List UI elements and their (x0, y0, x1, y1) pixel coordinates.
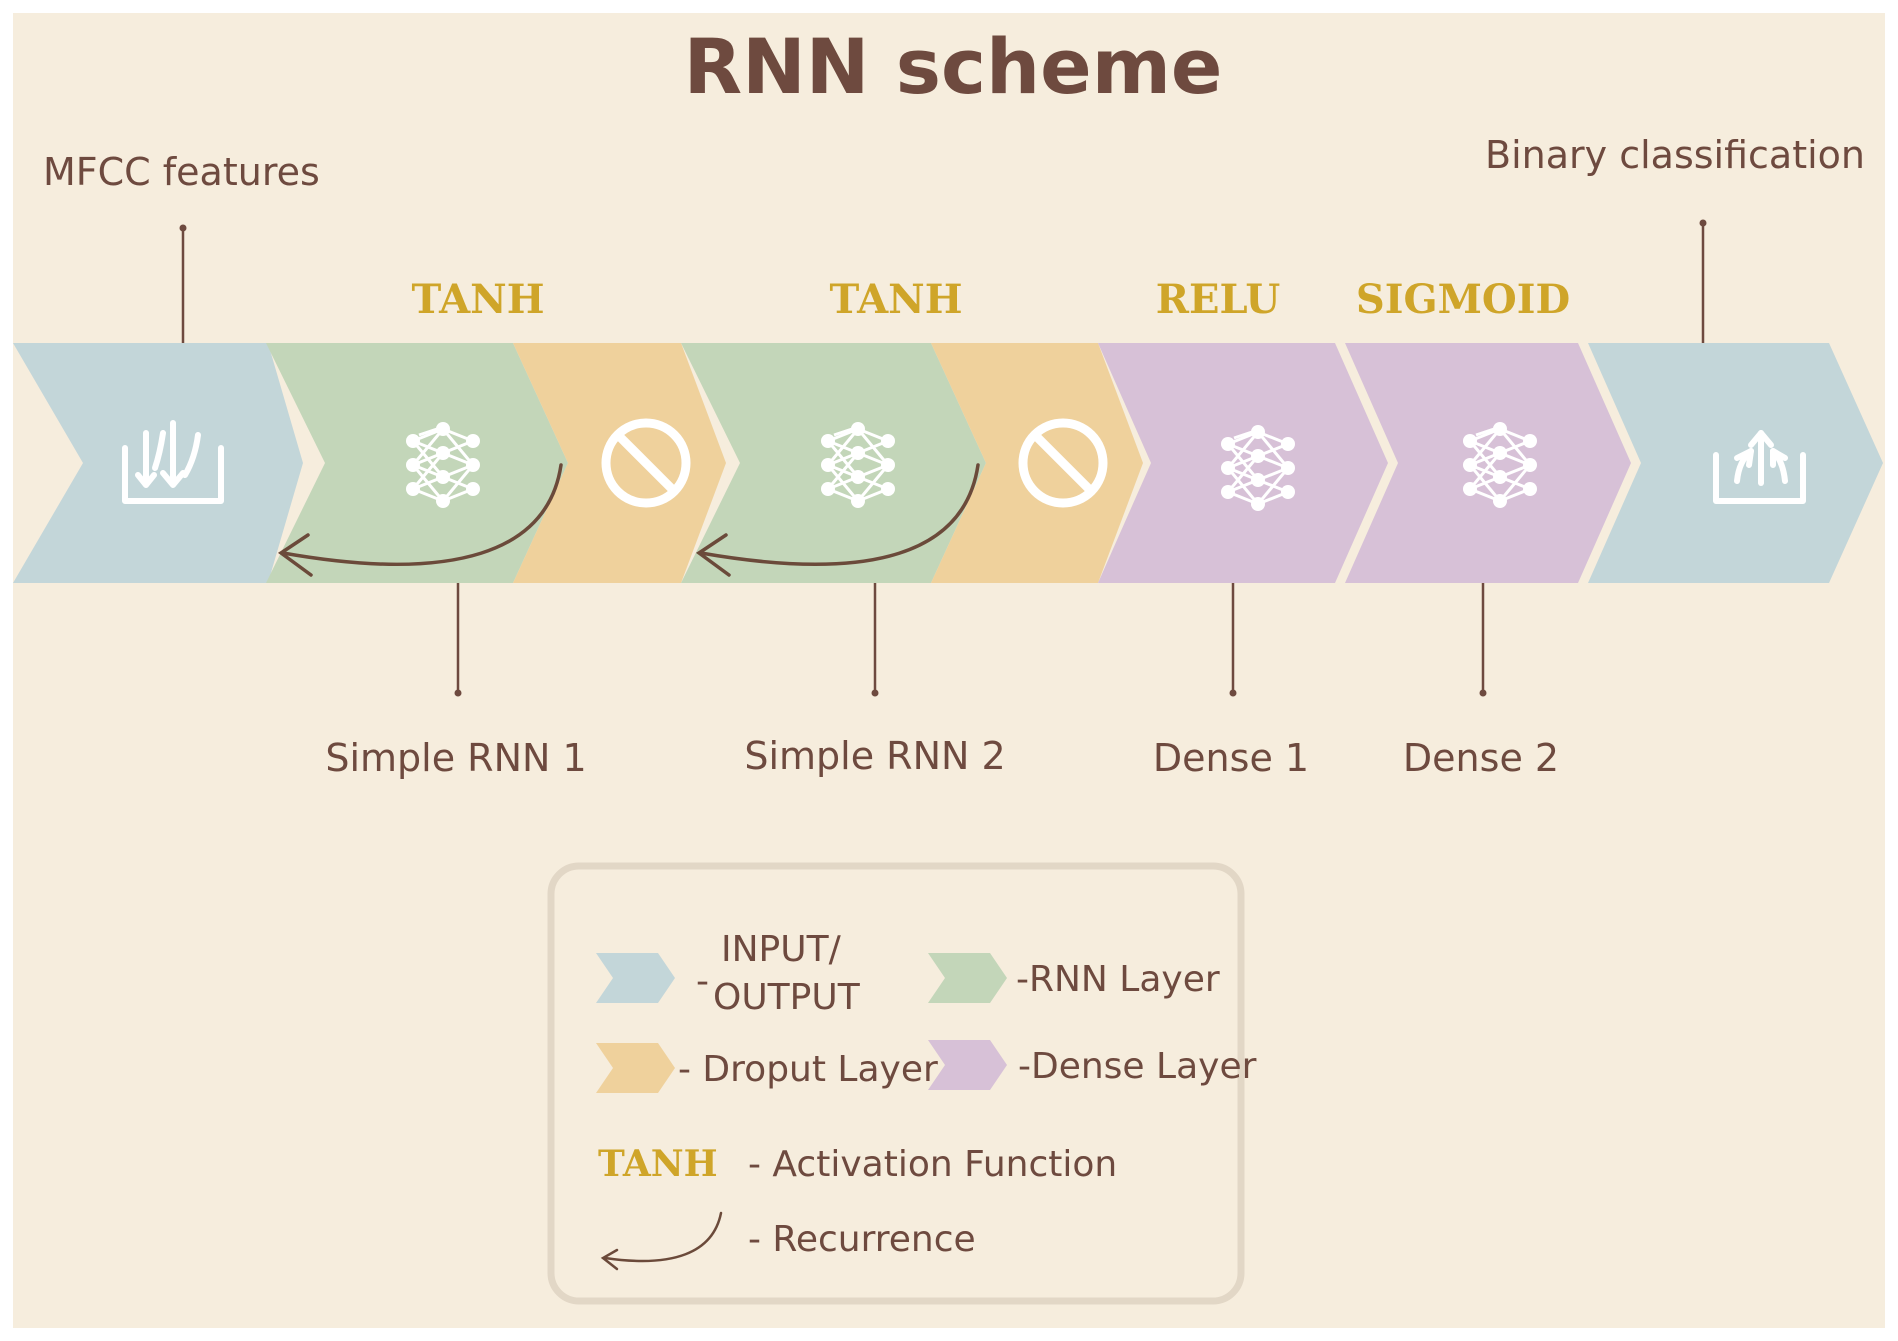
legend-io-swatch (596, 953, 675, 1003)
legend-recurrence-label: - Recurrence (748, 1219, 976, 1260)
diagram-title: RNN scheme (684, 22, 1223, 111)
output-chevron (1588, 343, 1883, 583)
activation-label-rnn1: TANH (412, 276, 545, 323)
legend-activation-label: - Activation Function (748, 1144, 1117, 1185)
legend-io-line2: OUTPUT (713, 977, 861, 1018)
download-tray-icon (122, 420, 224, 504)
legend: - INPUT/ OUTPUT -RNN Layer - Droput Laye… (547, 862, 1257, 1305)
legend-dropout-label: - Droput Layer (678, 1049, 938, 1090)
upload-tray-icon (1713, 430, 1806, 504)
legend-io-dash: - (696, 961, 709, 1002)
recurrence-arrow-2 (695, 463, 980, 577)
diagram-canvas: RNN scheme (13, 13, 1885, 1328)
dropout2-chevron (931, 343, 1143, 583)
dense1-label: Dense 1 (1153, 736, 1309, 780)
rnn2-label: Simple RNN 2 (744, 734, 1005, 778)
output-label: Binary classification (1485, 133, 1865, 177)
dense2-label: Dense 2 (1403, 736, 1559, 780)
legend-dropout-swatch (596, 1043, 675, 1093)
legend-activation-sample: TANH (598, 1143, 718, 1185)
dropout1-chevron (513, 343, 726, 583)
rnn1-label: Simple RNN 1 (325, 736, 586, 780)
activation-label-rnn2: TANH (830, 276, 963, 323)
callout-dots (179, 219, 1707, 697)
activation-label-dense1: RELU (1156, 276, 1281, 323)
callout-lines (181, 223, 1705, 693)
legend-io-line1: INPUT/ (721, 929, 842, 970)
input-label: MFCC features (43, 150, 320, 194)
recurrence-arrow-1 (277, 463, 563, 577)
legend-recurrence-icon (600, 1211, 723, 1271)
activation-label-dense2: SIGMOID (1356, 276, 1570, 323)
legend-rnn-label: -RNN Layer (1016, 959, 1220, 1000)
legend-dense-label: -Dense Layer (1018, 1046, 1257, 1087)
legend-dense-swatch (928, 1040, 1007, 1090)
legend-rnn-swatch (928, 953, 1007, 1003)
rnn-scheme-diagram: RNN scheme (13, 22, 1883, 1305)
